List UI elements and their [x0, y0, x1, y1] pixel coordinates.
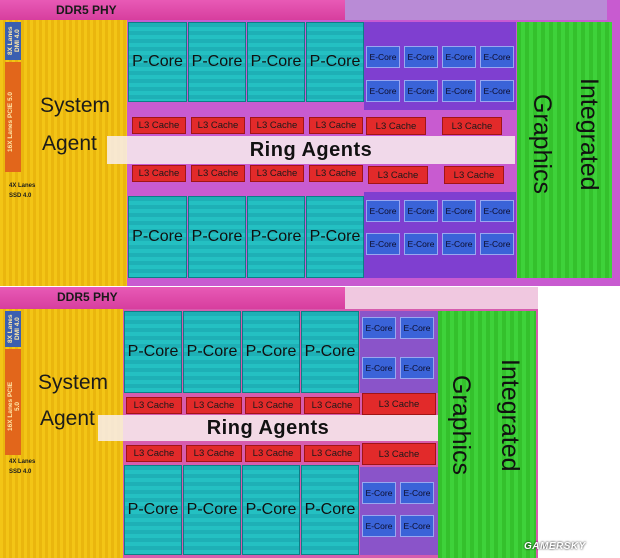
l3-cache: L3 Cache [191, 165, 245, 182]
l3-cache: L3 Cache [304, 397, 360, 414]
e-core: E-Core [362, 482, 396, 504]
l3-cache: L3 Cache [132, 117, 186, 134]
p-core: P-Core [188, 196, 246, 278]
integrated-graphics [517, 22, 612, 278]
e-core: E-Core [442, 46, 476, 68]
pcie-io-block [5, 62, 21, 172]
e-core: E-Core [442, 80, 476, 102]
e-core: E-Core [400, 317, 434, 339]
p-core: P-Core [124, 465, 182, 555]
e-core: E-Core [366, 233, 400, 255]
dmi-label: 8X Lanes DMI 4.0 [7, 26, 22, 56]
e-core: E-Core [480, 233, 514, 255]
p-core: P-Core [247, 196, 305, 278]
e-core: E-Core [442, 233, 476, 255]
ddr5-phy [0, 287, 345, 309]
p-core: P-Core [242, 465, 300, 555]
dmi-label: 8X Lanes DMI 4.0 [7, 314, 22, 344]
l3-cache: L3 Cache [126, 445, 182, 462]
p-core: P-Core [128, 196, 187, 278]
ddr5-phy-label: DDR5 PHY [56, 3, 117, 17]
e-core: E-Core [366, 80, 400, 102]
e-core: E-Core [362, 515, 396, 537]
ddr5-phy-right [345, 287, 538, 309]
l3-cache: L3 Cache [250, 117, 304, 134]
ddr5-phy-label: DDR5 PHY [57, 290, 118, 304]
ssd-lanes-label: 4X Lanes [9, 459, 36, 465]
l3-cache: L3 Cache [186, 397, 242, 414]
system-agent-line2: Agent [40, 407, 95, 430]
l3-cache: L3 Cache [368, 166, 428, 184]
p-core: P-Core [183, 311, 241, 393]
l3-cache: L3 Cache [132, 165, 186, 182]
system-agent-line1: System [38, 371, 109, 394]
p-core: P-Core [242, 311, 300, 393]
die-bottom: DDR5 PHY 8X Lanes DMI 4.0 16X Lanes PCIE… [0, 287, 538, 558]
p-core: P-Core [188, 22, 246, 102]
e-core: E-Core [400, 357, 434, 379]
e-core: E-Core [400, 482, 434, 504]
system-agent-line1: System [40, 94, 111, 117]
graphics-label-graphics: Graphics [447, 375, 475, 476]
e-core: E-Core [404, 200, 438, 222]
e-core: E-Core [404, 233, 438, 255]
graphics-label-integrated: Integrated [496, 359, 524, 472]
e-core: E-Core [400, 515, 434, 537]
dmi-io-block [5, 311, 21, 347]
p-core: P-Core [247, 22, 305, 102]
l3-cache: L3 Cache [444, 166, 504, 184]
l3-cache: L3 Cache [362, 443, 436, 465]
pcie-label: 16X Lanes PCIE 5.0 [7, 381, 22, 431]
e-core: E-Core [480, 46, 514, 68]
l3-cache: L3 Cache [186, 445, 242, 462]
ddr5-phy [0, 0, 345, 20]
ddr5-phy-right [345, 0, 607, 20]
p-core: P-Core [306, 22, 364, 102]
watermark: GAMERSKY [524, 541, 586, 552]
integrated-graphics [438, 311, 536, 558]
pcie-label: 16X Lanes PCIE 5.0 [7, 92, 14, 152]
ssd-label: SSD 4.0 [9, 193, 32, 199]
p-core: P-Core [124, 311, 182, 393]
l3-cache: L3 Cache [126, 397, 182, 414]
l3-cache: L3 Cache [250, 165, 304, 182]
l3-cache: L3 Cache [309, 117, 363, 134]
l3-cache: L3 Cache [191, 117, 245, 134]
system-agent [0, 20, 127, 286]
die-top: DDR5 PHY 8X Lanes DMI 4.0 16X Lanes PCIE… [0, 0, 620, 286]
p-core: P-Core [183, 465, 241, 555]
p-core: P-Core [306, 196, 364, 278]
ssd-label: SSD 4.0 [9, 469, 32, 475]
graphics-label-graphics: Graphics [528, 94, 556, 195]
e-core: E-Core [362, 357, 396, 379]
dmi-io-block [5, 22, 21, 60]
l3-cache: L3 Cache [442, 117, 502, 135]
l3-cache: L3 Cache [366, 117, 426, 135]
ring-agents: Ring Agents [107, 136, 515, 164]
p-core: P-Core [128, 22, 187, 102]
e-core-cluster [360, 467, 438, 555]
l3-cache: L3 Cache [245, 445, 301, 462]
l3-cache: L3 Cache [304, 445, 360, 462]
p-core: P-Core [301, 465, 359, 555]
l3-cache: L3 Cache [245, 397, 301, 414]
e-core: E-Core [404, 46, 438, 68]
e-core: E-Core [480, 80, 514, 102]
e-core: E-Core [366, 200, 400, 222]
ssd-lanes-label: 4X Lanes [9, 183, 36, 189]
system-agent-line2: Agent [42, 132, 97, 155]
e-core: E-Core [366, 46, 400, 68]
e-core: E-Core [442, 200, 476, 222]
l3-cache: L3 Cache [362, 393, 436, 415]
p-core: P-Core [301, 311, 359, 393]
e-core: E-Core [404, 80, 438, 102]
graphics-label-integrated: Integrated [575, 78, 603, 191]
pcie-io-block [5, 349, 21, 455]
e-core: E-Core [480, 200, 514, 222]
e-core: E-Core [362, 317, 396, 339]
l3-cache: L3 Cache [309, 165, 363, 182]
ring-agents: Ring Agents [98, 415, 438, 441]
